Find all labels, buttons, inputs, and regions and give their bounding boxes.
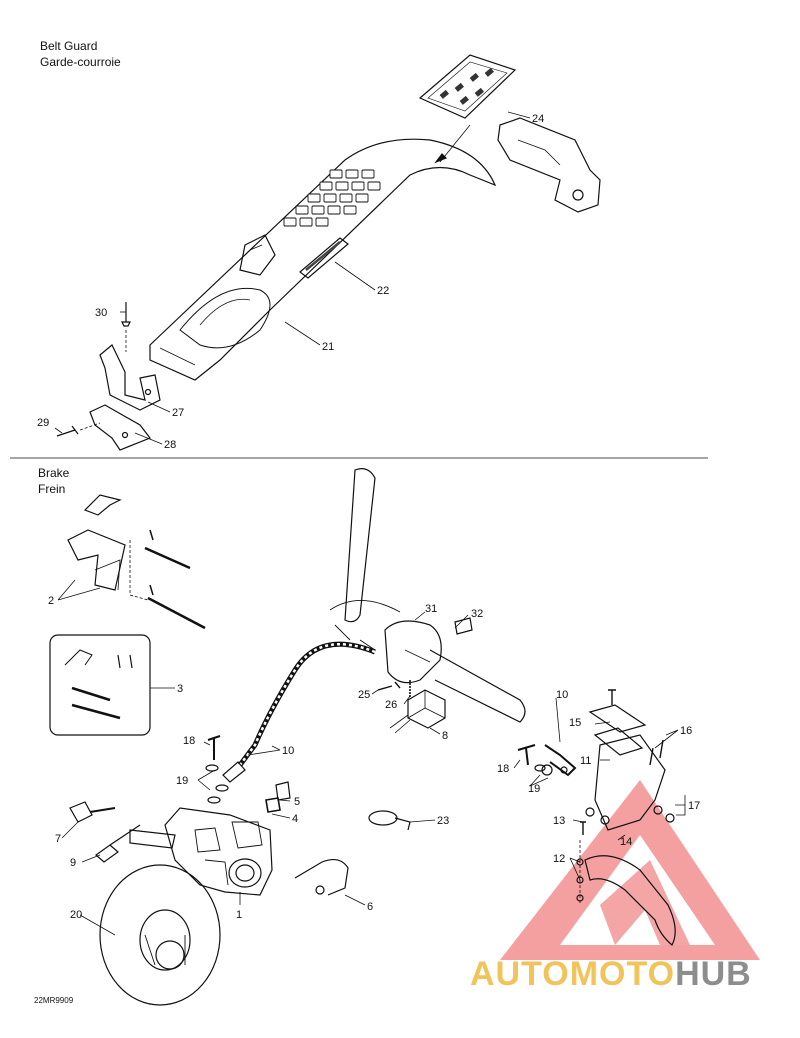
callout-23: 23 [437, 815, 449, 827]
kit-part-2 [67, 494, 206, 630]
callout-28: 28 [164, 439, 176, 451]
callout-10-left: 10 [282, 745, 294, 757]
callout-8: 8 [442, 730, 448, 742]
callout-31: 31 [425, 603, 437, 615]
drawing-code: 22MR9909 [34, 996, 74, 1005]
callout-30: 30 [95, 307, 107, 319]
callout-25: 25 [358, 689, 370, 701]
kit-part-3 [49, 634, 151, 736]
belt-guard-section-title: Belt Guard Garde-courroie [40, 38, 121, 70]
callout-9: 9 [70, 857, 76, 869]
callout-14: 14 [620, 836, 632, 848]
brake-title-fr: Frein [38, 482, 66, 496]
callout-2: 2 [48, 595, 54, 607]
belt-guard-title-en: Belt Guard [40, 39, 98, 53]
guard-bracket [497, 117, 601, 213]
watermark-part1: AUTOMOTO [470, 955, 676, 993]
callout-10-right: 10 [556, 689, 568, 701]
callout-22: 22 [377, 285, 389, 297]
callout-19-left: 19 [176, 775, 188, 787]
callout-24: 24 [532, 113, 544, 125]
banjo-bolt-part-18 [207, 735, 536, 766]
callout-15: 15 [569, 717, 581, 729]
callout-16: 16 [680, 725, 692, 737]
disc-part-20 [99, 864, 221, 1006]
callout-27: 27 [172, 407, 184, 419]
decal-part-32 [454, 617, 473, 635]
callout-12: 12 [553, 853, 565, 865]
screw-part-25 [377, 681, 401, 691]
callout-leaders [54, 111, 686, 936]
callout-18-right: 18 [497, 763, 509, 775]
brake-section-title: Brake Frein [38, 465, 69, 497]
callout-11: 11 [580, 755, 591, 767]
nut-part-4 [265, 797, 281, 813]
belt-guard-title-fr: Garde-courroie [40, 55, 121, 69]
switch-part-8 [389, 689, 446, 734]
callout-17: 17 [688, 800, 700, 812]
callout-5: 5 [294, 796, 300, 808]
watermark-part2: HUB [675, 955, 752, 993]
bracket-part-28 [89, 404, 151, 451]
callout-26: 26 [385, 699, 397, 711]
brake-title-en: Brake [38, 466, 70, 480]
grip-part-31 [384, 620, 526, 723]
brake-hose-part-10 [222, 641, 376, 783]
bracket-part-27 [99, 344, 161, 411]
rivet-part-29 [56, 422, 101, 437]
callout-1: 1 [236, 909, 242, 921]
cap-part-5 [275, 781, 291, 801]
brake-assembly [49, 468, 676, 1006]
callout-3: 3 [177, 683, 183, 695]
callout-19-right: 19 [528, 783, 540, 795]
watermark-logo-triangle [500, 780, 760, 960]
handlebar [329, 468, 401, 651]
callout-32: 32 [471, 608, 483, 620]
callout-18-left: 18 [183, 735, 195, 747]
cable-tie-part-23 [368, 810, 411, 831]
washer-part-19 [205, 764, 546, 804]
callout-29: 29 [37, 417, 49, 429]
callout-21: 21 [322, 341, 334, 353]
callout-7: 7 [55, 833, 61, 845]
belt-guard-part-21 [149, 138, 497, 381]
spring-part-6 [294, 858, 349, 896]
belt-guard-assembly [56, 54, 601, 451]
decal-part-22 [299, 237, 349, 279]
caliper-part-1 [129, 807, 273, 896]
rivet-part-30 [121, 302, 131, 352]
callout-13: 13 [553, 815, 565, 827]
callout-numbers: 24 22 21 30 27 29 28 2 3 31 32 25 26 8 1… [37, 113, 700, 921]
watermark-logo-text: AUTOMOTOHUB [470, 955, 752, 994]
callout-20: 20 [70, 909, 82, 921]
callout-6: 6 [367, 901, 373, 913]
master-cylinder [541, 689, 676, 946]
callout-4: 4 [292, 813, 298, 825]
decal-part-24 [418, 54, 517, 119]
pin-part-9 [95, 824, 141, 863]
bolt-part-7 [69, 801, 116, 823]
